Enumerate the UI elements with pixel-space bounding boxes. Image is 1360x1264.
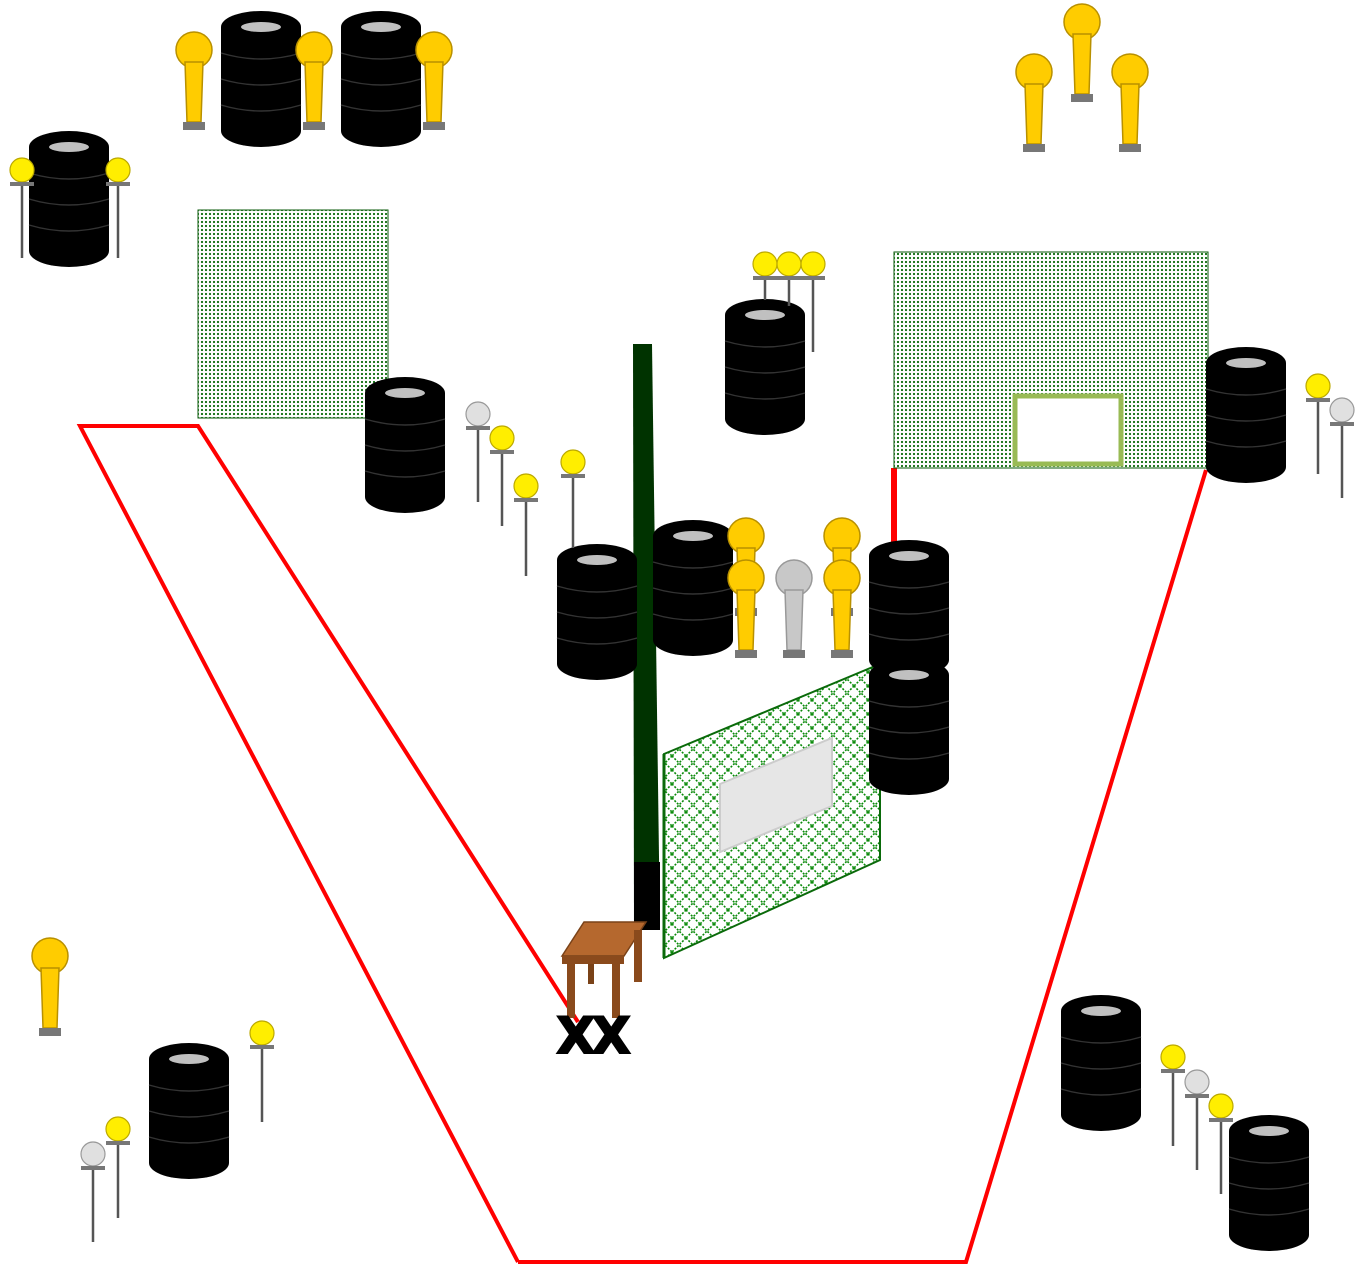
plate-white [1184,1069,1210,1099]
tire-stack [148,1042,230,1180]
mesh-wall-top-left [197,209,389,419]
barrier-window [719,736,833,854]
tire-stack [340,10,422,148]
target-yellow [823,559,861,659]
tire-stack [868,539,950,677]
table [560,921,648,1018]
tire-stack [1060,994,1142,1132]
plate-yellow [1160,1044,1186,1074]
plate-yellow [776,251,802,281]
plate-yellow [800,251,826,281]
tire-stack [364,376,446,514]
tire-stack [1228,1114,1310,1252]
boundary-right-lane [518,468,1208,1264]
plate-yellow [489,425,515,455]
tire-stack [28,130,110,268]
window-opening [1012,393,1124,467]
plate-yellow [560,449,586,479]
target-yellow [727,559,765,659]
tire-stack [652,519,734,657]
plate-yellow [1208,1093,1234,1123]
target-yellow [1015,53,1053,153]
plate-white [465,401,491,431]
target-yellow [31,937,69,1037]
plate-yellow [1305,373,1331,403]
tire-stack [220,10,302,148]
lattice-barrier [662,662,881,960]
plate-white [1329,397,1355,427]
tire-stack [868,658,950,796]
boundary-left-lane [76,424,580,1263]
start-position-marker: XX [555,1007,631,1065]
target-gray [775,559,813,659]
target-yellow [1111,53,1149,153]
tire-stack [724,298,806,436]
target-yellow [1063,3,1101,103]
mesh-wall-top-right [893,251,1209,469]
plate-yellow [105,1116,131,1146]
plate-rack [20,184,1344,1242]
plate-yellow [752,251,778,281]
target-yellow [175,31,213,131]
plate-white [80,1141,106,1171]
tire-stack [556,543,638,681]
plate-yellow [513,473,539,503]
target-yellow [415,31,453,131]
vertical-pole [633,344,660,930]
plate-yellow [249,1020,275,1050]
tire-stack [1205,346,1287,484]
plate-yellow [105,157,131,187]
target-yellow [295,31,333,131]
